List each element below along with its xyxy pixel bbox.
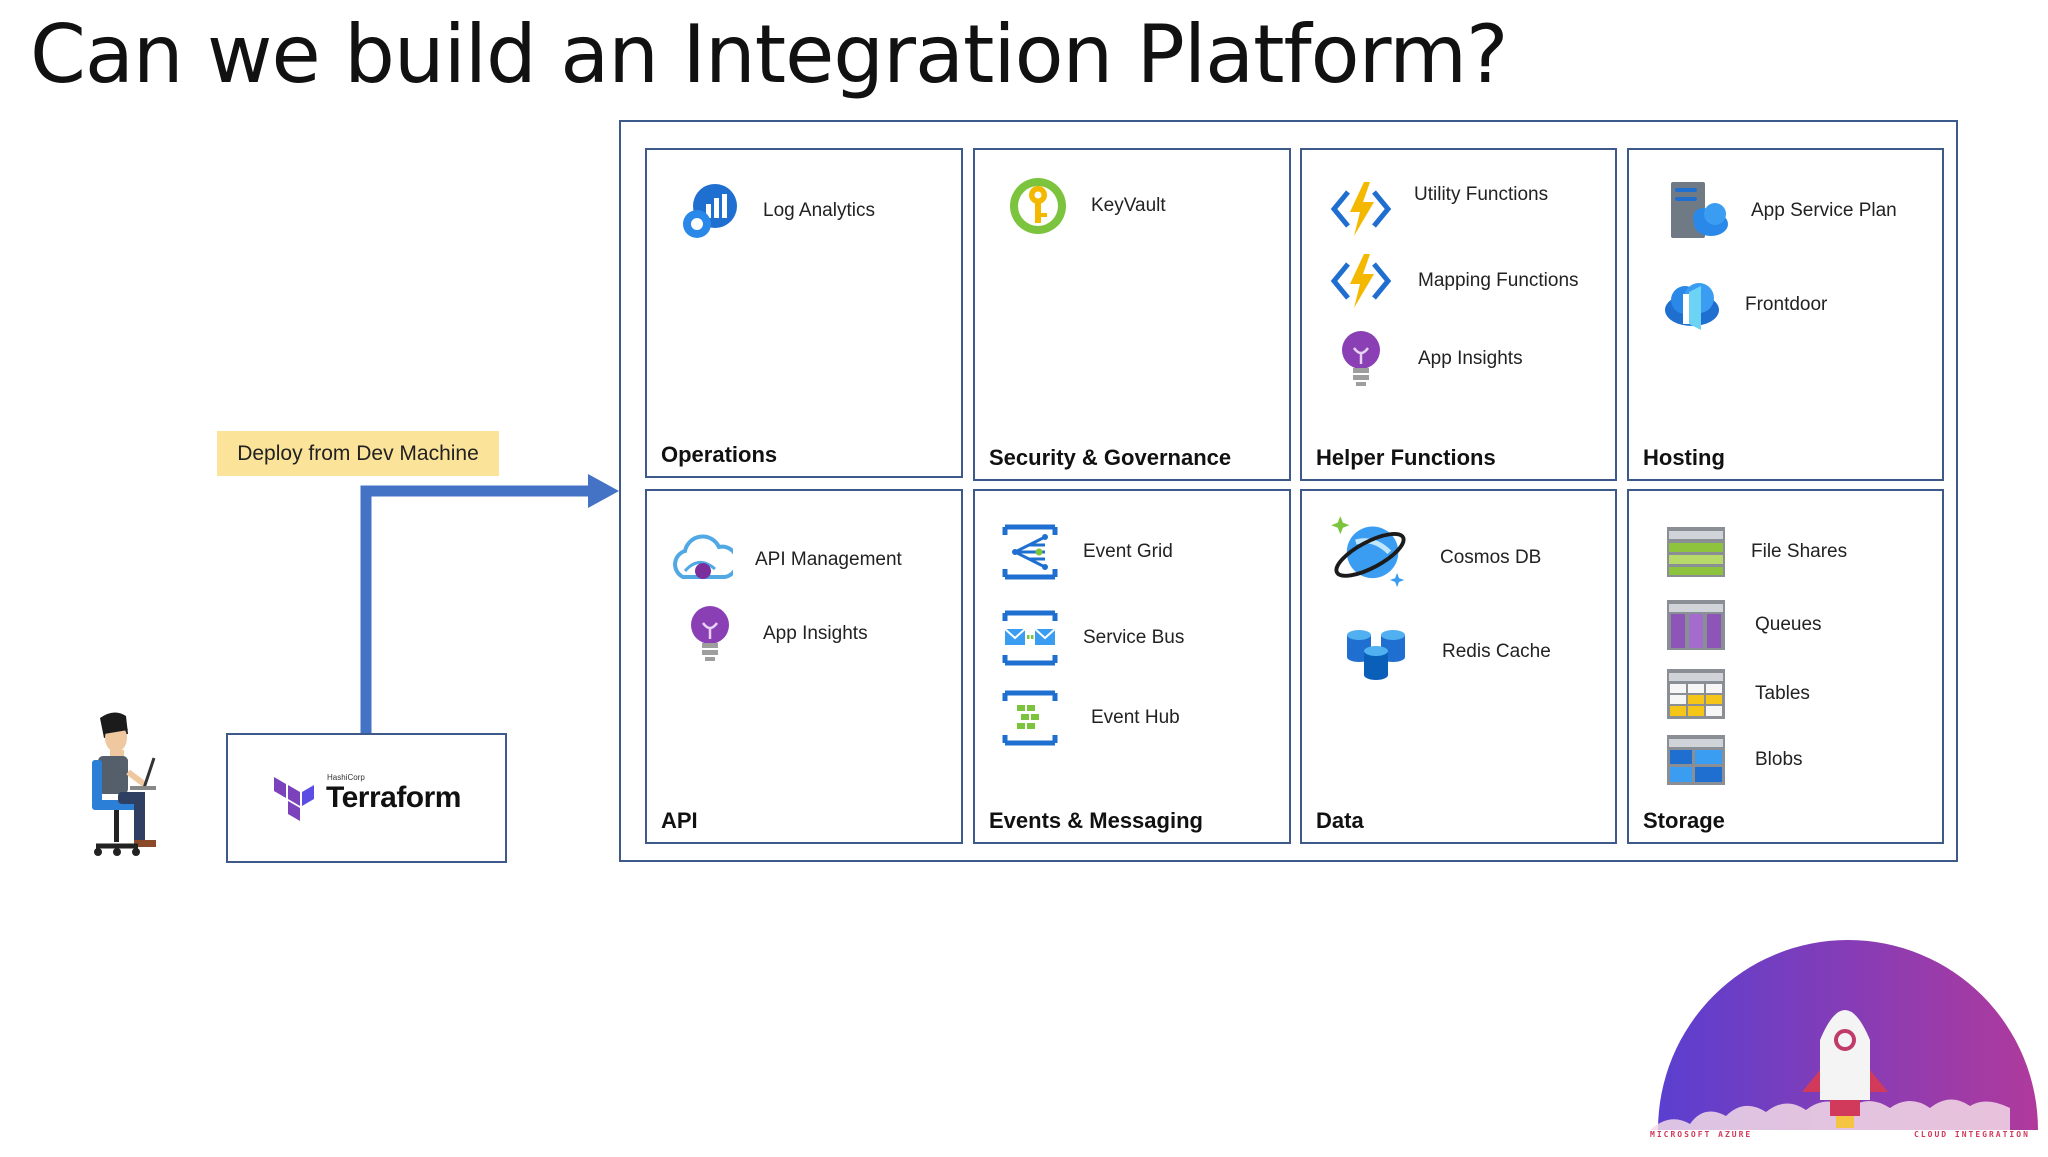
cell-api: API Management App Insights API <box>645 489 963 844</box>
redis-cache-icon <box>1347 630 1405 680</box>
file-shares-icon <box>1667 527 1725 577</box>
item-redis-cache: Redis Cache <box>1340 621 1551 683</box>
item-queues: Queues <box>1665 594 1822 656</box>
item-label: Blobs <box>1755 749 1803 770</box>
app-insights-icon <box>1342 331 1380 386</box>
developer-icon <box>92 712 156 856</box>
cell-title: Helper Functions <box>1316 445 1496 470</box>
deploy-label: Deploy from Dev Machine <box>217 431 499 476</box>
terraform-box: HashiCorp Terraform <box>226 733 507 863</box>
blobs-icon <box>1667 735 1725 785</box>
item-file-shares: File Shares <box>1665 521 1847 583</box>
item-app-insights: App Insights <box>679 603 868 665</box>
item-label: Event Hub <box>1091 707 1180 728</box>
terraform-brand: Terraform <box>326 781 461 814</box>
function-icon <box>1330 182 1392 236</box>
cell-title: Security & Governance <box>989 445 1232 470</box>
cell-helper-functions: Utility Functions Mapping Functions App … <box>1300 148 1617 481</box>
item-tables: Tables <box>1665 663 1810 725</box>
item-label: Redis Cache <box>1442 641 1551 662</box>
cell-title: Storage <box>1643 808 1725 833</box>
item-label: App Insights <box>1418 348 1523 369</box>
item-service-bus: Service Bus <box>999 607 1184 669</box>
item-frontdoor: Frontdoor <box>1661 274 1827 336</box>
logo-right-text: CLOUD INTEGRATION <box>1914 1130 2030 1139</box>
item-label: Event Grid <box>1083 541 1173 562</box>
cell-title: Data <box>1316 808 1364 833</box>
item-label: File Shares <box>1751 541 1848 562</box>
item-label: Utility Functions <box>1414 184 1549 205</box>
function-icon <box>1330 254 1392 308</box>
terraform-logo-icon <box>274 777 314 821</box>
cell-title: Operations <box>661 442 778 467</box>
item-app-service-plan: App Service Plan <box>1667 180 1897 242</box>
keyvault-icon <box>1010 178 1066 234</box>
service-bus-icon <box>1002 610 1058 666</box>
item-label: Cosmos DB <box>1440 547 1542 568</box>
item-keyvault: KeyVault <box>1007 175 1166 237</box>
cloud-integration-logo: MICROSOFT AZURE CLOUD INTEGRATION <box>1650 930 2040 1157</box>
app-insights-icon <box>691 606 729 661</box>
item-label: API Management <box>755 549 902 570</box>
app-service-plan-icon <box>1671 182 1728 238</box>
item-label: App Insights <box>763 623 868 644</box>
tables-icon <box>1667 669 1725 719</box>
event-hub-icon <box>1002 690 1058 746</box>
cell-title: API <box>661 808 698 833</box>
item-label: Tables <box>1755 683 1810 704</box>
item-label: Frontdoor <box>1745 294 1828 315</box>
item-event-grid: Event Grid <box>999 521 1173 583</box>
item-event-hub: Event Hub <box>999 687 1180 749</box>
cell-data: Cosmos DB Redis Cache Data <box>1300 489 1617 844</box>
cell-events-messaging: Event Grid Service Bus Event Hub Events … <box>973 489 1291 844</box>
api-management-icon <box>673 534 733 579</box>
item-mapping-functions: Mapping Functions <box>1330 250 1579 312</box>
item-api-management: API Management <box>671 529 902 591</box>
frontdoor-icon <box>1665 283 1719 330</box>
item-label: App Service Plan <box>1751 200 1897 221</box>
item-label: Queues <box>1755 614 1822 635</box>
cell-title: Events & Messaging <box>989 808 1203 833</box>
item-blobs: Blobs <box>1665 729 1803 791</box>
cell-security-governance: KeyVault Security & Governance <box>973 148 1291 481</box>
cell-title: Hosting <box>1643 445 1725 470</box>
cell-hosting: App Service Plan Frontdoor Hosting <box>1627 148 1944 481</box>
cell-storage: File Shares Queues Tables Blobs Storage <box>1627 489 1944 844</box>
item-utility-functions: Utility Functions <box>1330 178 1548 240</box>
item-label: Service Bus <box>1083 627 1185 648</box>
integration-platform-container <box>619 120 1958 862</box>
logo-left-text: MICROSOFT AZURE <box>1650 1130 1753 1139</box>
page-title: Can we build an Integration Platform? <box>30 8 1508 101</box>
item-label: KeyVault <box>1091 195 1166 216</box>
item-label: Mapping Functions <box>1418 270 1579 291</box>
event-grid-icon <box>1002 524 1058 580</box>
item-label: Log Analytics <box>763 200 875 221</box>
terraform-brand-small: HashiCorp <box>327 773 365 782</box>
rocket-logo-icon <box>1650 940 2038 1130</box>
item-cosmos-db: Cosmos DB <box>1330 511 1541 591</box>
item-app-insights: App Insights <box>1330 328 1523 390</box>
cell-operations: Log Analytics Operations <box>645 148 963 478</box>
log-analytics-icon <box>683 184 737 238</box>
item-log-analytics: Log Analytics <box>679 180 875 242</box>
queues-icon <box>1667 600 1725 650</box>
cosmos-db-icon <box>1331 516 1406 588</box>
